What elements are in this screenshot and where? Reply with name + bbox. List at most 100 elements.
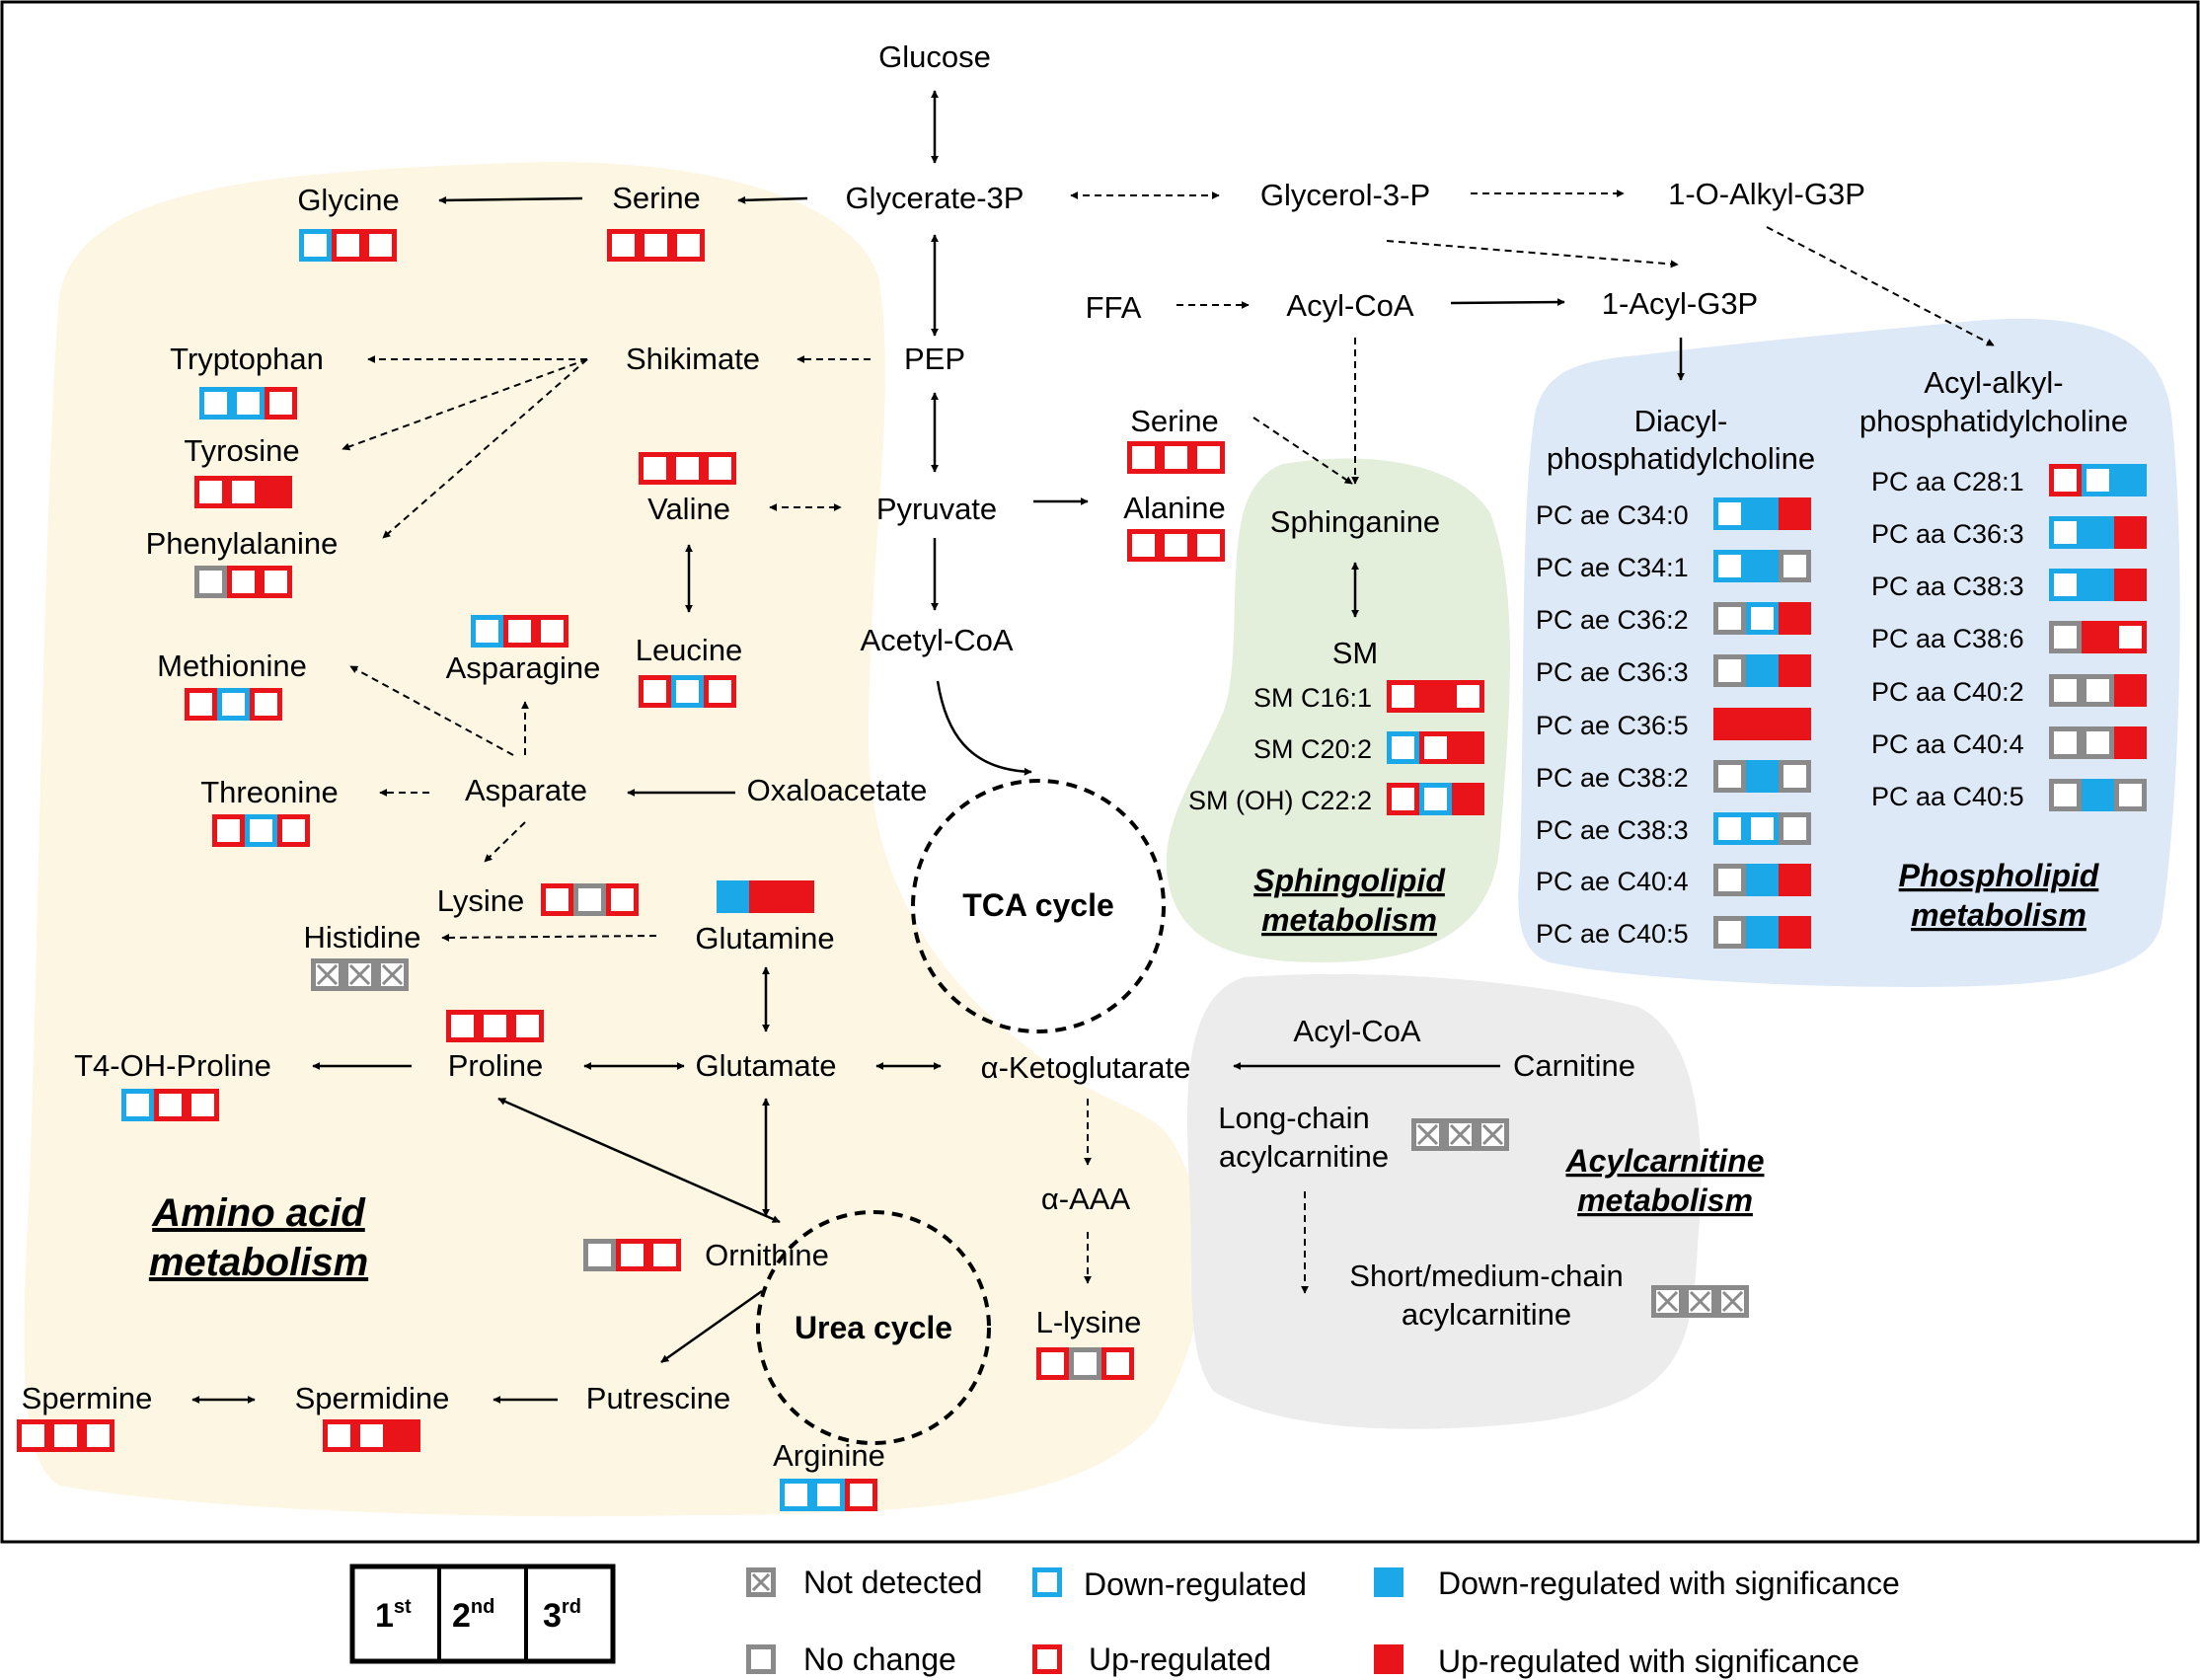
label-alpha-aaa: α-AAA: [1041, 1182, 1131, 1216]
sm-species-label: SM (OH) C22:2: [1188, 786, 1372, 815]
up-regulated-box: [82, 1419, 114, 1452]
urea-cycle: [756, 1210, 991, 1445]
up-regulated-box: [511, 1010, 544, 1042]
up-regulated-box: [2114, 621, 2147, 653]
sm-species-status-boxes: [1387, 731, 1484, 764]
label-methionine: Methionine: [157, 649, 307, 683]
up-regulated-box: [265, 387, 297, 420]
up-significant-box: [1452, 783, 1484, 815]
label-glutamine: Glutamine: [695, 921, 834, 955]
metabolite-labels: Glucose Glycerate-3P Glycerol-3-P 1-O-Al…: [22, 39, 2129, 1473]
down-significant-box: [1746, 497, 1779, 530]
down-regulated-box: [2049, 569, 2082, 601]
label-glycerol-3p: Glycerol-3-P: [1260, 178, 1430, 212]
label-carnitine: Carnitine: [1513, 1048, 1635, 1083]
label-serine-2: Serine: [1130, 404, 1219, 438]
pc-ae-status-boxes: [1713, 497, 1811, 530]
asparagine-status-boxes: [471, 615, 569, 648]
pc-ae-label: PC ae C36:2: [1536, 605, 1689, 635]
down-regulated-box: [1419, 783, 1452, 815]
pc-ae-label: PC ae C36:5: [1536, 711, 1689, 740]
pc-aa-label: PC aa C38:3: [1871, 572, 2024, 601]
label-asparate: Asparate: [465, 773, 587, 807]
down-regulated-box: [2049, 516, 2082, 549]
legend-down-sig-label: Down-regulated with significance: [1438, 1565, 1900, 1601]
down-significant-box: [1746, 654, 1779, 687]
down-regulated-box: [217, 688, 250, 721]
up-regulated-box: [49, 1419, 82, 1452]
sphingolipid-title-line1: Sphingolipid: [1253, 863, 1446, 898]
label-acyl-coa-bottom: Acyl-CoA: [1293, 1014, 1421, 1048]
phospholipid-title-line2: metabolism: [1911, 897, 2086, 933]
down-significant-box: [717, 880, 749, 913]
acetyl-coa-to-tca-arrow: [936, 680, 1032, 776]
leucine-status-boxes: [639, 675, 736, 708]
up-regulated-box: [187, 1089, 219, 1121]
down-regulated-box: [1387, 731, 1419, 764]
pathway-arrow: [349, 665, 514, 756]
legend-order-1st: 1st: [375, 1596, 412, 1635]
label-arginine: Arginine: [773, 1438, 885, 1473]
no-change-box: [2049, 621, 2082, 653]
label-sm: SM: [1332, 636, 1379, 670]
up-regulated-box: [1160, 441, 1192, 474]
sphingolipid-title-line2: metabolism: [1261, 902, 1437, 938]
legend-order-2nd: 2nd: [452, 1596, 494, 1635]
up-significant-box: [1419, 680, 1452, 713]
phenylalanine-status-boxes: [194, 566, 292, 598]
label-short-chain-line2: acylcarnitine: [1402, 1297, 1571, 1332]
no-change-box: [1713, 654, 1746, 687]
no-change-box: [2114, 779, 2147, 811]
serine2-status-boxes: [1127, 441, 1225, 474]
up-significant-box: [388, 1419, 420, 1452]
pc-aa-status-boxes: [2049, 779, 2147, 811]
pc-aa-status-boxes: [2049, 621, 2147, 653]
up-regulated-box: [640, 229, 672, 262]
pathway-arrow: [737, 195, 808, 204]
up-regulated-box: [639, 452, 671, 485]
no-change-box: [2049, 779, 2082, 811]
down-regulated-box: [2082, 464, 2114, 496]
label-short-chain-line1: Short/medium-chain: [1349, 1259, 1623, 1293]
sm-species-label: SM C16:1: [1253, 683, 1372, 713]
up-regulated-box: [1419, 731, 1452, 764]
label-acyl-alkyl-pc-line1: Acyl-alkyl-: [1924, 365, 2063, 400]
no-change-box: [2082, 674, 2114, 707]
up-regulated-box: [616, 1239, 648, 1271]
up-regulated-box: [503, 615, 536, 648]
label-valine: Valine: [647, 492, 730, 526]
up-regulated-box: [323, 1419, 355, 1452]
up-significant-box: [1374, 1644, 1403, 1674]
down-regulated-box: [1713, 812, 1746, 845]
no-change-box: [746, 1644, 776, 1674]
label-asparagine: Asparagine: [446, 650, 601, 685]
down-significant-box: [1746, 760, 1779, 793]
legend: 1st 2nd 3rd Not detected No change Down-…: [349, 1564, 1900, 1679]
label-alanine: Alanine: [1123, 491, 1225, 525]
label-serine-1: Serine: [612, 181, 701, 215]
up-regulated-box: [1452, 680, 1484, 713]
up-regulated-box: [704, 675, 736, 708]
pc-ae-status-boxes: [1713, 916, 1811, 949]
legend-not-detected-status-boxes: [746, 1567, 776, 1597]
pathway-arrow: [341, 358, 588, 451]
longchain-status-boxes: [1411, 1118, 1509, 1151]
proline-status-boxes: [446, 1010, 544, 1042]
down-regulated-box: [471, 615, 503, 648]
down-regulated-box: [780, 1479, 812, 1511]
label-l-lysine: L-lysine: [1036, 1305, 1142, 1339]
sphingolipid-region: [1166, 458, 1510, 962]
pathway-arrow: [1766, 226, 1995, 346]
up-regulated-box: [607, 229, 640, 262]
arginine-status-boxes: [780, 1479, 877, 1511]
pc-ae-label: PC ae C40:5: [1536, 919, 1689, 949]
pathway-arrow: [660, 1289, 763, 1364]
label-oxaloacetate: Oxaloacetate: [747, 773, 928, 807]
down-regulated-box: [812, 1479, 845, 1511]
pc-aa-status-boxes: [2049, 726, 2147, 759]
down-significant-box: [1374, 1567, 1403, 1597]
label-acetyl-coa: Acetyl-CoA: [860, 623, 1013, 657]
up-significant-box: [749, 880, 814, 913]
spermidine-status-boxes: [323, 1419, 420, 1452]
label-lysine: Lysine: [437, 883, 524, 918]
